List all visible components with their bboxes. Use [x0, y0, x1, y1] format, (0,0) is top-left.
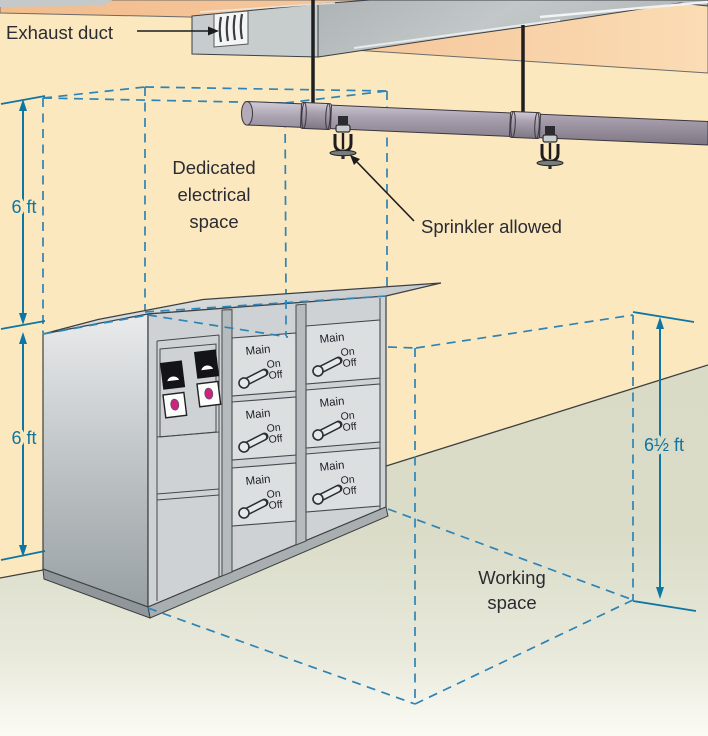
- exhaust-duct-label: Exhaust duct: [6, 22, 113, 43]
- switch-on-label: On: [266, 358, 281, 371]
- meter-gauge: [160, 360, 186, 390]
- main-switch-cell: Main On Off: [312, 459, 357, 505]
- dedicated-space-label-line2: electrical: [178, 184, 251, 205]
- meter-gauge: [194, 349, 220, 379]
- floor: [0, 365, 708, 736]
- dimension-working-height: 6½ ft: [632, 311, 697, 612]
- sprinkler-callout: Sprinkler allowed: [350, 155, 562, 237]
- dimension-label: 6 ft: [11, 197, 36, 217]
- dimension-label: 6 ft: [11, 428, 36, 448]
- dedicated-space-label-line3: space: [189, 211, 238, 232]
- main-switch-cell: Main On Off: [312, 395, 357, 441]
- switch-main-label: Main: [245, 407, 271, 422]
- main-switch-cell: Main On Off: [238, 407, 283, 453]
- switch-main-label: Main: [319, 331, 345, 346]
- exhaust-vent-grille-icon: [213, 10, 249, 48]
- sprinkler-head-icon: [329, 116, 357, 159]
- working-space-boundary: [147, 314, 634, 705]
- switchboard-base: [42, 568, 151, 619]
- switch-off-label: Off: [268, 369, 283, 382]
- switch-off-label: Off: [268, 499, 283, 512]
- dimension-equipment-height: 6 ft: [0, 332, 46, 561]
- switch-main-label: Main: [245, 343, 271, 358]
- switch-on-label: On: [266, 422, 281, 435]
- arrow-icon: [350, 155, 360, 165]
- switch-main-label: Main: [319, 459, 345, 474]
- main-switch-cell: Main On Off: [238, 343, 283, 389]
- switch-on-label: On: [266, 488, 281, 501]
- wall-floor-edge-left: [0, 569, 44, 579]
- working-space-label-line1: Working: [478, 567, 546, 588]
- main-switch-cell: Main On Off: [312, 331, 357, 377]
- ceiling-beam-sliver: [0, 0, 112, 7]
- working-space-label: Working space: [478, 567, 546, 613]
- exhaust-duct-callout: Exhaust duct: [6, 22, 219, 43]
- switch-main-label: Main: [319, 395, 345, 410]
- sprinkler-pipe: [241, 100, 708, 146]
- switch-handle-icon: [312, 420, 343, 441]
- main-switch-cell: Main On Off: [238, 473, 283, 519]
- dedicated-space-boundary-on-panel: [42, 295, 388, 338]
- switch-off-label: Off: [268, 433, 283, 446]
- switch-on-label: On: [340, 474, 355, 487]
- switch-on-label: On: [340, 410, 355, 423]
- switch-off-label: Off: [342, 421, 357, 434]
- switchboard-left-face: [42, 313, 149, 608]
- switch-off-label: Off: [342, 357, 357, 370]
- switch-handle-icon: [312, 484, 343, 505]
- exhaust-duct: [191, 0, 708, 58]
- dedicated-space-label-line1: Dedicated: [172, 157, 255, 178]
- dimension-dedicated-height: 6 ft: [0, 95, 46, 330]
- arrow-icon: [208, 26, 219, 36]
- sprinkler-allowed-label: Sprinkler allowed: [421, 216, 562, 237]
- switchboard: Main On Off Main On Off Main On Off: [42, 282, 442, 619]
- switch-handle-icon: [312, 356, 343, 377]
- switch-main-label: Main: [245, 473, 271, 488]
- indicator-light: [196, 380, 222, 408]
- indicator-light: [162, 391, 188, 419]
- switch-handle-icon: [238, 498, 269, 519]
- working-space-label-line2: space: [487, 592, 536, 613]
- switch-handle-icon: [238, 368, 269, 389]
- dedicated-space-label: Dedicated electrical space: [172, 157, 255, 232]
- switch-off-label: Off: [342, 485, 357, 498]
- sprinkler-head-icon: [536, 126, 564, 169]
- switch-on-label: On: [340, 346, 355, 359]
- dimension-label: 6½ ft: [644, 435, 684, 455]
- wall-floor-edge-right: [382, 364, 708, 468]
- switch-handle-icon: [238, 432, 269, 453]
